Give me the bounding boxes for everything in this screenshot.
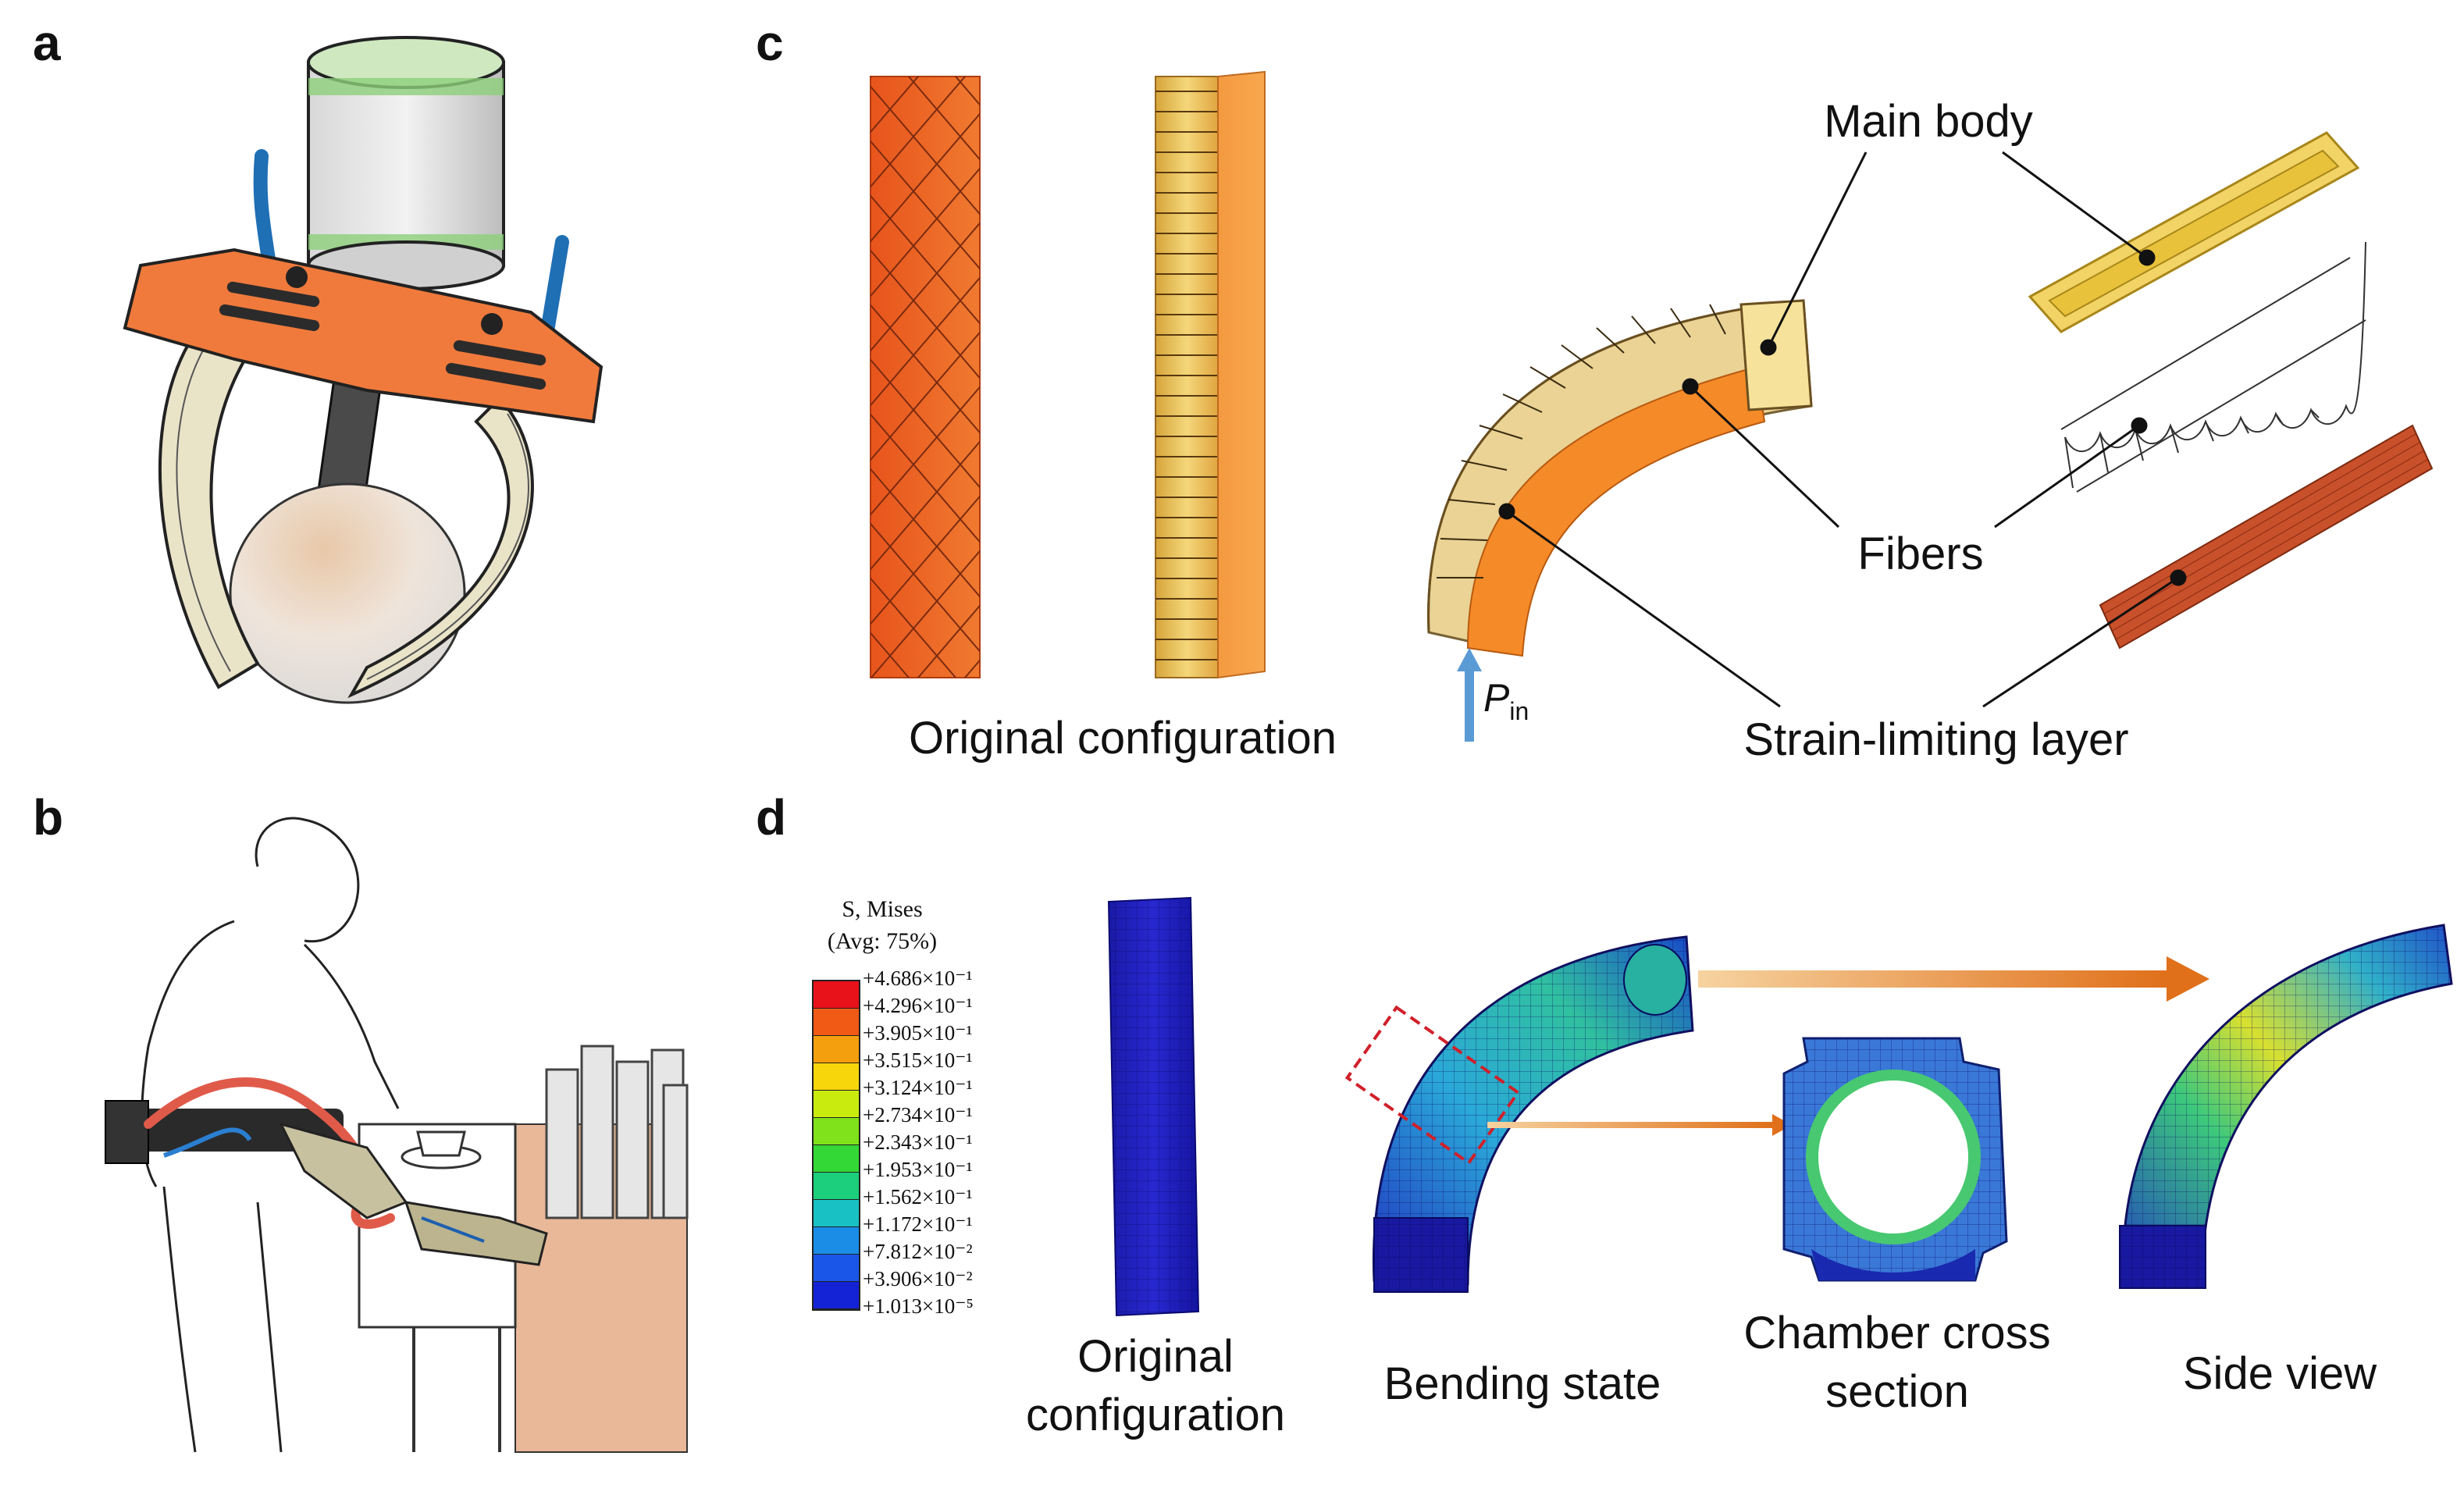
- legend-color-segment: [814, 1118, 859, 1145]
- c-original-caption: Original configuration: [908, 713, 1337, 764]
- legend-value: +3.515×10⁻¹: [863, 1048, 973, 1072]
- panel-label-d: d: [756, 789, 787, 845]
- d-side-caption: Side view: [2182, 1348, 2377, 1399]
- fea-side-view: [2119, 924, 2453, 1289]
- legend-value: +1.562×10⁻¹: [863, 1185, 973, 1209]
- stress-legend-values: +4.686×10⁻¹ +4.296×10⁻¹ +3.905×10⁻¹ +3.515×…: [863, 960, 1050, 1319]
- legend-value: +4.296×10⁻¹: [863, 994, 973, 1017]
- c-main-body-label: Main body: [1824, 96, 2033, 147]
- fibers-part: [2060, 241, 2366, 493]
- strain-limiting-part: [2099, 424, 2434, 650]
- legend-value: +1.013×10⁻⁵: [863, 1294, 974, 1318]
- legend-color-segment: [814, 1009, 859, 1036]
- original-actuator-front: [870, 76, 981, 678]
- bent-actuator: [1427, 299, 1813, 657]
- arrow-to-side-view: [1698, 956, 2209, 1002]
- fea-chamber-cross-section: [1782, 1037, 2008, 1282]
- legend-value: +7.812×10⁻²: [863, 1240, 973, 1263]
- c-strain-limiting-label: Strain-limiting layer: [1743, 714, 2129, 765]
- legend-color-segment: [814, 1255, 859, 1282]
- legend-value: +1.953×10⁻¹: [863, 1158, 973, 1181]
- legend-value: +1.172×10⁻¹: [863, 1212, 973, 1236]
- legend-value: +3.124×10⁻¹: [863, 1076, 973, 1099]
- fea-bending-state: [1344, 935, 1694, 1293]
- legend-value: +2.343×10⁻¹: [863, 1130, 973, 1154]
- legend-value: +3.905×10⁻¹: [863, 1021, 973, 1045]
- d-bending-caption: Bending state: [1383, 1358, 1661, 1409]
- arrow-to-cross-section: [1487, 1114, 1792, 1136]
- fea-original-bar: [1107, 896, 1200, 1317]
- original-actuator-side: [1155, 70, 1266, 679]
- panel-label-c: c: [756, 15, 784, 71]
- c-fibers-label: Fibers: [1857, 529, 1984, 579]
- stress-color-bar: [812, 980, 860, 1311]
- pressure-label: Pin: [1483, 676, 1529, 725]
- main-body-part: [2028, 131, 2360, 333]
- legend-color-segment: [814, 1200, 859, 1227]
- legend-color-segment: [814, 1282, 859, 1309]
- legend-value: +4.686×10⁻¹: [863, 966, 973, 990]
- legend-title: S, Mises (Avg: 75%): [827, 896, 938, 954]
- panel-label-a: a: [33, 15, 61, 71]
- d-original-caption: Original configuration: [1025, 1331, 1286, 1441]
- legend-color-segment: [814, 1227, 859, 1255]
- legend-color-segment: [814, 1036, 859, 1063]
- legend-color-segment: [814, 1173, 859, 1200]
- d-chamber-caption: Chamber cross section: [1743, 1308, 2051, 1418]
- legend-value: +2.734×10⁻¹: [863, 1103, 973, 1127]
- legend-color-segment: [814, 1063, 859, 1091]
- panel-label-b: b: [33, 789, 64, 845]
- legend-value: +3.906×10⁻²: [863, 1267, 973, 1290]
- legend-color-segment: [814, 981, 859, 1009]
- legend-color-segment: [814, 1145, 859, 1173]
- legend-color-segment: [814, 1091, 859, 1118]
